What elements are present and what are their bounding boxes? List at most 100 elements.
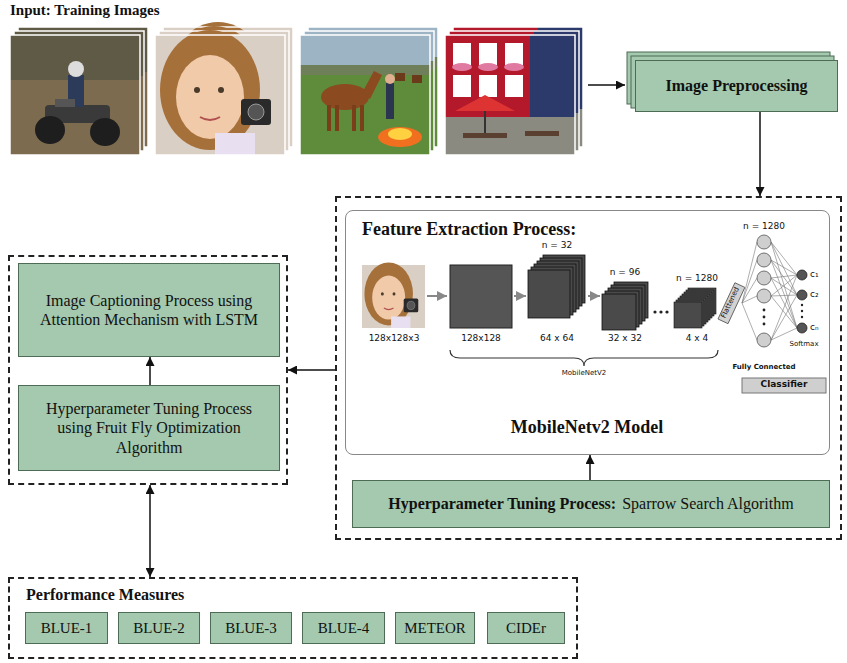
filter-count: n = 1280 xyxy=(676,274,718,284)
image-stack xyxy=(300,35,430,155)
image-stack xyxy=(155,22,293,155)
cnn-figure xyxy=(665,310,668,313)
cnn-figure xyxy=(763,323,766,326)
cnn-figure xyxy=(653,310,668,313)
cnn-figure xyxy=(801,304,803,306)
process-box: Hyperparameter Tuning Process using Frui… xyxy=(18,385,280,471)
cnn-figure xyxy=(763,316,766,319)
cnn-figure xyxy=(797,290,807,300)
box-label: Image Captioning Process using Attention… xyxy=(31,291,267,329)
cnn-figure xyxy=(362,262,425,328)
metric-box: BLUE-1 xyxy=(25,612,108,644)
layer-label: Softmax xyxy=(789,341,818,349)
cnn-figure xyxy=(757,235,771,347)
cnn-figure xyxy=(528,255,585,318)
cnn-figure xyxy=(797,270,807,333)
connector-arrow xyxy=(288,369,335,371)
metric-box: CIDEr xyxy=(487,612,565,644)
box-heading: Hyperparameter Tuning Process: xyxy=(388,494,616,513)
process-box: Hyperparameter Tuning Process:Sparrow Se… xyxy=(352,480,830,528)
image-stack xyxy=(10,27,148,155)
group-region: Image Captioning Process using Attention… xyxy=(8,255,288,485)
region-heading: Performance Measures xyxy=(26,585,184,604)
feature-panel: Feature Extraction Process: MobileNetv2 M… xyxy=(345,210,830,455)
filter-count: n = 1280 xyxy=(743,222,785,232)
cnn-figure xyxy=(659,310,662,313)
cnn-figure xyxy=(757,235,771,249)
metric-label: BLUE-4 xyxy=(318,619,370,637)
cnn-figure xyxy=(653,310,656,313)
filter-count: n = 96 xyxy=(610,268,640,278)
cnn-figure xyxy=(450,350,718,366)
cnn-figure xyxy=(771,242,797,340)
metric-label: METEOR xyxy=(404,619,466,637)
cnn-figure xyxy=(797,323,807,333)
cnn-figure xyxy=(602,294,636,330)
image-stack xyxy=(155,30,285,155)
cnn-figure xyxy=(362,262,425,328)
image-stack xyxy=(300,35,430,155)
cnn-figure xyxy=(763,309,766,312)
network-label: MobileNetV2 xyxy=(562,370,607,378)
process-box: Image Preprocessing xyxy=(635,60,838,112)
cnn-figure xyxy=(674,288,716,328)
cnn-figure xyxy=(801,310,803,312)
dimension-label: 64 x 64 xyxy=(540,334,574,344)
layer-label: Fully Connected xyxy=(732,364,795,372)
cnn-figure xyxy=(588,295,600,297)
cnn-figure xyxy=(763,304,804,326)
cnn-figure xyxy=(757,289,771,303)
class-label: c₂ xyxy=(810,290,819,300)
image-stack xyxy=(300,35,430,155)
metric-box: BLUE-2 xyxy=(118,612,200,644)
cnn-figure xyxy=(757,333,771,347)
cnn-figure xyxy=(528,270,570,318)
image-stack xyxy=(155,35,285,155)
filter-count: n = 32 xyxy=(542,241,572,251)
panel-heading: Feature Extraction Process: xyxy=(362,219,576,241)
input-heading: Input: Training Images xyxy=(10,2,159,19)
cnn-figure xyxy=(674,302,702,328)
image-stack xyxy=(445,35,575,155)
cnn-figure xyxy=(742,242,757,340)
cnn-figure xyxy=(362,235,826,393)
image-stack xyxy=(445,35,575,155)
metric-box: BLUE-4 xyxy=(302,612,385,644)
metric-box: BLUE-3 xyxy=(210,612,292,644)
image-stack xyxy=(300,27,438,155)
image-stack xyxy=(10,35,140,155)
box-label: Image Preprocessing xyxy=(665,76,807,95)
metric-label: CIDEr xyxy=(506,619,546,637)
cnn-figure xyxy=(450,265,512,328)
cnn-figure xyxy=(514,295,526,297)
box-label: Hyperparameter Tuning Process using Frui… xyxy=(31,399,267,457)
cnn-figure xyxy=(718,283,745,324)
cnn-figure xyxy=(797,270,807,280)
image-stack xyxy=(10,35,140,155)
model-title: MobileNetv2 Model xyxy=(346,417,828,439)
image-stack xyxy=(445,35,575,155)
image-stack xyxy=(445,27,583,155)
classifier-label: Classifier xyxy=(761,380,808,390)
metric-label: BLUE-2 xyxy=(133,619,185,637)
dimension-label: 128x128 xyxy=(461,334,501,344)
connector-arrow xyxy=(759,112,761,196)
dimension-label: 4 x 4 xyxy=(686,334,709,344)
connector-arrow xyxy=(149,485,151,577)
layer-label: Flattened xyxy=(720,286,741,319)
input-arrow xyxy=(588,84,625,86)
metric-label: BLUE-3 xyxy=(225,619,277,637)
connector-arrow xyxy=(589,455,591,480)
dimension-label: 128x128x3 xyxy=(369,334,420,344)
cnn-figure xyxy=(742,378,826,393)
cnn-figure xyxy=(427,295,447,297)
dimension-label: 32 x 32 xyxy=(608,334,642,344)
class-label: c₁ xyxy=(810,270,819,280)
cnn-figure xyxy=(757,271,771,285)
metric-box: METEOR xyxy=(395,612,475,644)
image-stack xyxy=(10,35,140,155)
cnn-figure xyxy=(757,253,771,267)
